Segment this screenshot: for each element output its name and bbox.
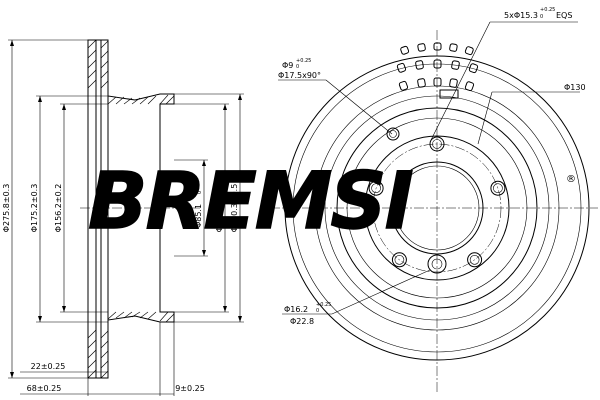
dim-flange-9: 9±0.25 [175,384,205,393]
callout-bolt-holes-label: 5xΦ15.3 [504,11,538,20]
bolt-hole [429,136,445,152]
callout-pin-hole: Φ9 +0.25 0 Φ17.5x90° [278,58,321,80]
pcd-circle [372,143,502,273]
callout-countersink: Φ17.5x90° [278,71,321,80]
watermark-text: BREMSI [88,157,413,247]
callout-bolt-holes: 5xΦ15.3 +0.25 0 EQS [504,7,572,20]
ventilation-slots [396,42,479,99]
section-hatch-bottom [87,311,175,379]
callout-small-hole-base: Φ16.2 [284,305,308,314]
dim-hub-175-4: Φ175.4±0.5 [215,184,224,233]
dim-center-bore: Φ85.1 +0.11 0 [191,179,203,228]
hat-inner-circle [346,117,528,299]
bolt-hole [490,180,506,196]
center-bore-circle [390,161,484,255]
dim-thickness-22: 22±0.25 [31,362,66,371]
dim-hub-156-2: Φ156.2±0.2 [54,184,63,233]
friction-ring-circle-1 [292,63,582,353]
callout-small-hole: Φ16.2 +0.25 0 Φ22.8 [284,302,331,326]
dim-outer-diameter: Φ275.8±0.3 [2,184,11,233]
pin-hole-bottom-inner [431,258,443,270]
side-section-view: Φ275.8±0.3 Φ175.2±0.3 Φ156.2±0.2 Φ85.1 +… [2,39,244,396]
side-dimension-lines [8,39,244,396]
center-bore-chamfer [394,165,480,251]
hub-circle [364,135,510,281]
dim-center-bore-tol: +0.11 [191,179,197,194]
dim-center-bore-base: Φ85.1 [194,204,203,228]
callout-pcd: Φ130 [564,83,586,92]
callout-pin-hole-base: Φ9 [282,61,293,70]
front-view: 5xΦ15.3 +0.25 0 EQS Φ9 +0.25 0 Φ17.5x90°… [270,7,598,392]
bolt-hole [467,252,483,268]
callout-pin-hole-tol: +0.25 [296,58,311,64]
callout-bolt-holes-tol: +0.25 [540,7,555,13]
callout-pin-hole-tol-low: 0 [296,64,299,70]
bolt-hole [391,252,407,268]
dim-inner-175-2: Φ175.2±0.3 [30,184,39,233]
pin-hole-top [386,127,400,141]
slot-callout-box [439,89,459,99]
dim-hub-180-3: Φ180.3±0.5 [230,184,239,233]
friction-ring-circle-3 [324,95,550,321]
dim-height-68: 68±0.25 [27,384,62,393]
hat-outer-circle [336,107,538,309]
callout-bolt-holes-suffix: EQS [556,11,572,20]
bolt-holes [368,136,506,268]
callout-small-hole-tol-low: 0 [316,308,319,314]
brand-watermark: BREMSI ® [87,156,576,247]
dim-center-bore-tol-low: 0 [197,191,203,194]
outer-disc-circle [284,55,590,361]
callout-small-hole-tol: +0.25 [316,302,331,308]
callout-bolt-holes-tol-low: 0 [540,14,543,20]
leader-lines [278,21,580,315]
pin-hole-bottom [427,254,447,274]
registered-mark: ® [566,174,576,185]
callout-small-hole-outer: Φ22.8 [290,317,314,326]
pin-hole-top-inner [389,130,397,138]
section-hatch-top [87,39,175,105]
bolt-hole [368,180,384,196]
